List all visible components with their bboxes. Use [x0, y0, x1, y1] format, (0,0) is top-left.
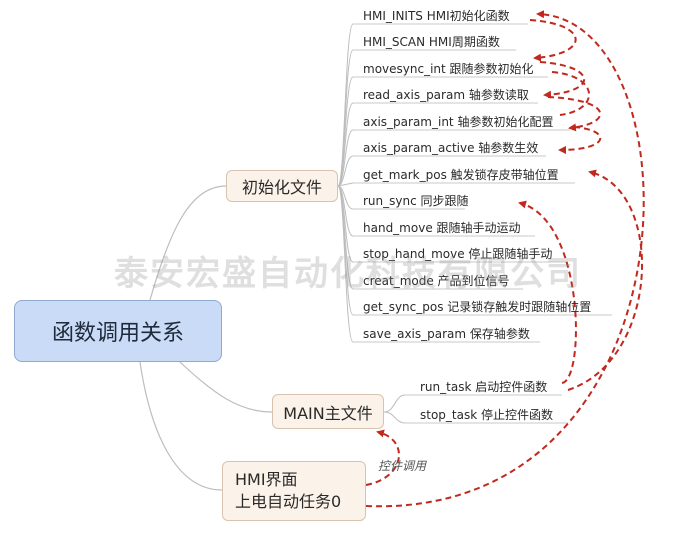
leaf-read-axis-param[interactable]: read_axis_param 轴参数读取 [363, 88, 529, 102]
connector-root-hmi [139, 361, 223, 491]
branch-init-label: 初始化文件 [241, 178, 322, 197]
leaf-get-sync-pos[interactable]: get_sync_pos 记录锁存触发时跟随轴位置 [363, 300, 592, 314]
leaf-movesync-int[interactable]: movesync_int 跟随参数初始化 [363, 62, 534, 76]
call-arrows [365, 10, 645, 508]
leaf-stop-task[interactable]: stop_task 停止控件函数 [420, 408, 553, 422]
connector-root-init [149, 185, 227, 301]
leaf-run-task[interactable]: run_task 启动控件函数 [420, 380, 548, 394]
leaf-hand-move[interactable]: hand_move 跟随轴手动运动 [363, 221, 521, 235]
branch-hmi-line1: HMI界面 [235, 470, 298, 490]
leaf-hmi-inits[interactable]: HMI_INITS HMI初始化函数 [363, 9, 510, 23]
leaf-hmi-scan[interactable]: HMI_SCAN HMI周期函数 [363, 35, 500, 49]
main-fanout-lines [383, 394, 406, 424]
branch-main-label: MAIN主文件 [283, 403, 373, 423]
branch-main-file[interactable]: MAIN主文件 [272, 394, 384, 429]
root-title: 函数调用关系 [51, 321, 184, 346]
leaf-axis-param-active[interactable]: axis_param_active 轴参数生效 [363, 141, 539, 155]
branch-hmi[interactable]: HMI界面 上电自动任务0 [222, 461, 366, 521]
branch-init-file[interactable]: 初始化文件 [226, 170, 338, 202]
leaf-axis-param-int[interactable]: axis_param_int 轴参数初始化配置 [363, 115, 554, 129]
leaf-creat-mode[interactable]: creat_mode 产品到位信号 [363, 274, 510, 288]
leaf-save-axis-param[interactable]: save_axis_param 保存轴参数 [363, 327, 530, 341]
init-underlines [353, 23, 612, 343]
leaf-run-sync[interactable]: run_sync 同步跟随 [363, 194, 469, 208]
leaf-get-mark-pos[interactable]: get_mark_pos 触发锁存皮带轴位置 [363, 168, 559, 182]
init-fanout-lines [337, 23, 354, 343]
connector-root-main [179, 361, 273, 413]
company-watermark: 泰安宏盛自动化科技有限公司 [114, 254, 582, 294]
branch-hmi-line2: 上电自动任务0 [235, 492, 342, 511]
leaf-stop-hand-move[interactable]: stop_hand_move 停止跟随轴手动 [363, 247, 553, 261]
root-node[interactable]: 函数调用关系 [14, 300, 222, 362]
main-underlines [405, 394, 568, 424]
annotation-control-call: 控件调用 [378, 459, 427, 473]
